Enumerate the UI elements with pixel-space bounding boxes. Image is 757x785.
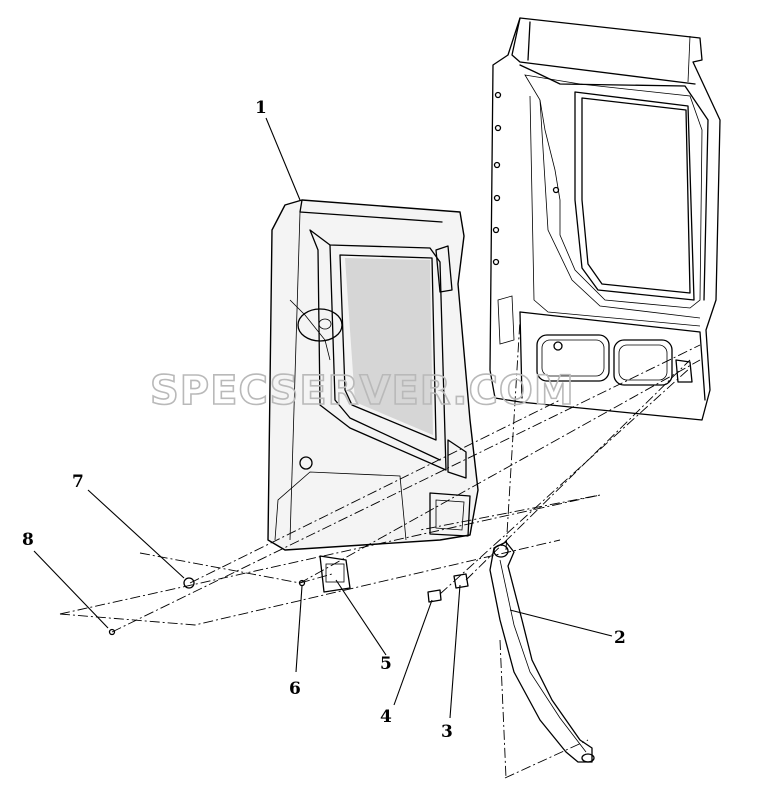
callout-4: 4	[380, 707, 392, 727]
callout-3: 3	[441, 722, 453, 742]
small-parts	[108, 555, 469, 636]
callout-6: 6	[289, 679, 301, 699]
door-trim-panel	[267, 199, 479, 551]
assembly-lines	[59, 319, 701, 779]
callout-5: 5	[380, 654, 392, 674]
callout-1: 1	[255, 98, 267, 118]
callout-8: 8	[22, 530, 34, 550]
watermark: SPECSERVER.COM	[150, 368, 575, 414]
door-frame	[489, 17, 721, 421]
callout-7: 7	[72, 472, 84, 492]
callout-2: 2	[614, 628, 626, 648]
leader-lines	[33, 117, 613, 719]
grab-handle	[489, 541, 595, 763]
